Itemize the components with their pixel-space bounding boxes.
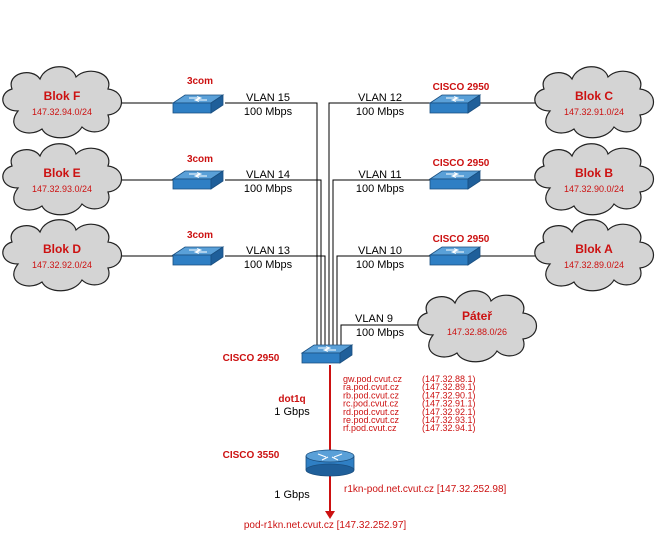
trunk-vlan11 [332,179,430,345]
gateway-ip: (147.32.92.1) [422,407,476,417]
trunk-vlan15 [225,102,318,345]
blok-a-net: 147.32.89.0/24 [564,260,624,270]
device-sw-e: 3com [187,154,213,165]
blok-c-net: 147.32.91.0/24 [564,107,624,117]
switch-d-icon [172,246,224,266]
gateway-list: gw.pod.cvut.cz (147.32.88.1) ra.pod.cvut.c… [343,374,476,433]
trunk-vlan10 [336,255,430,345]
vlan12-speed: 100 Mbps [356,106,405,118]
pater-net: 147.32.88.0/26 [447,327,507,337]
vlan9-label: VLAN 9 [355,313,393,325]
blok-f-name: Blok F [44,89,81,103]
switch-e-icon [172,170,224,190]
gateway-host: rd.pod.cvut.cz [343,407,400,417]
gateway-ip: (147.32.89.1) [422,382,476,392]
device-sw-b: CISCO 2950 [433,158,490,169]
blok-e-name: Blok E [43,166,80,180]
device-sw-d: 3com [187,230,213,241]
pater-name: Páteř [462,309,492,323]
vlan15-label: VLAN 15 [246,92,290,104]
switch-core-icon [301,344,353,364]
vlan10-speed: 100 Mbps [356,259,405,271]
switch-b-icon [429,170,481,190]
device-sw-f: 3com [187,76,213,87]
trunk-vlan12 [328,102,430,345]
device-router: CISCO 3550 [223,450,280,461]
vlan11-label: VLAN 11 [358,169,401,181]
vlan15-speed: 100 Mbps [244,106,293,118]
trunk-vlan14 [225,179,322,345]
gateway-ip: (147.32.88.1) [422,374,476,384]
blok-b-name: Blok B [575,166,613,180]
trunk-speed: 1 Gbps [274,406,310,418]
vlan14-speed: 100 Mbps [244,183,293,195]
vlan9-speed: 100 Mbps [356,327,405,339]
gateway-host: ra.pod.cvut.cz [343,382,400,392]
blok-a-name: Blok A [575,242,613,256]
gateway-host: re.pod.cvut.cz [343,415,400,425]
blok-b-net: 147.32.90.0/24 [564,184,624,194]
device-core: CISCO 2950 [223,353,280,364]
blok-e-net: 147.32.93.0/24 [32,184,92,194]
vlan12-label: VLAN 12 [358,92,402,104]
uplink-speed: 1 Gbps [274,489,310,501]
vlan11-speed: 100 Mbps [356,183,405,195]
vlan13-label: VLAN 13 [246,245,290,257]
switch-f-icon [172,94,224,114]
device-sw-a: CISCO 2950 [433,234,490,245]
gateway-host: rc.pod.cvut.cz [343,399,399,409]
arrow-down-icon [325,511,335,519]
gateway-ip: (147.32.93.1) [422,415,476,425]
trunk-vlan9 [340,324,425,345]
vlan13-speed: 100 Mbps [244,259,293,271]
trunk-name: dot1q [278,394,305,405]
vlan14-label: VLAN 14 [246,169,290,181]
gateway-ip: (147.32.91.1) [422,399,476,409]
vlan10-label: VLAN 10 [358,245,402,257]
blok-d-name: Blok D [43,242,81,256]
switch-c-icon [429,94,481,114]
router-icon [305,449,355,477]
gateway-host: gw.pod.cvut.cz [343,374,403,384]
upstream-host: pod-r1kn.net.cvut.cz [147.32.252.97] [244,520,407,531]
gateway-host: rb.pod.cvut.cz [343,390,400,400]
blok-c-name: Blok C [575,89,613,103]
gateway-ip: (147.32.90.1) [422,390,476,400]
device-sw-c: CISCO 2950 [433,82,490,93]
blok-f-net: 147.32.94.0/24 [32,107,92,117]
gateway-host: rf.pod.cvut.cz [343,423,397,433]
gateway-ip: (147.32.94.1) [422,423,476,433]
router-interface: r1kn-pod.net.cvut.cz [147.32.252.98] [344,484,507,495]
links [120,102,540,345]
switch-a-icon [429,246,481,266]
blok-d-net: 147.32.92.0/24 [32,260,92,270]
trunk-vlan13 [225,255,326,345]
